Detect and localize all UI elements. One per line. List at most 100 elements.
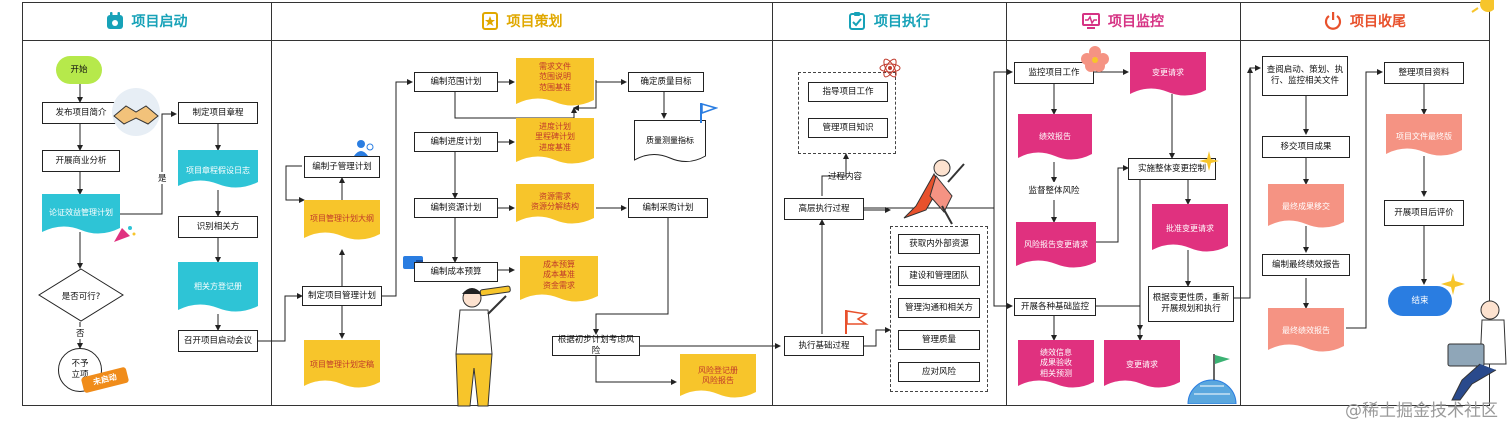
post-eval-node: 开展项目后评价	[1384, 200, 1464, 226]
demonstrate-doc: 论证效益管理计划	[42, 194, 120, 236]
node-label: 风险报告变更请求	[1024, 240, 1088, 249]
section-title-closing: 项目收尾	[1240, 6, 1490, 36]
node-label: 根据变更性质，重新开展规划和执行	[1152, 293, 1230, 314]
stakeholder-register-doc: 相关方登记册	[178, 262, 258, 314]
node-label: 风险登记册 风险报告	[698, 366, 738, 386]
node-label: 监控项目工作	[1028, 67, 1080, 78]
node-label: 查阅启动、策划、执行、监控相关文件	[1266, 65, 1344, 86]
resource-plan-node: 编制资源计划	[414, 198, 498, 218]
node-label: 质量测量指标	[646, 136, 694, 145]
node-label: 批准变更请求	[1166, 224, 1214, 233]
flower-icon	[1081, 46, 1109, 72]
atom-icon	[879, 58, 901, 78]
node-label: 管理项目知识	[822, 122, 874, 133]
guide-work-node: 指导项目工作	[808, 82, 888, 102]
business-analysis-node: 开展商业分析	[42, 150, 120, 172]
risk-consider-node: 根据初步计划考虑风险	[552, 335, 640, 356]
sub-plans-node: 编制子管理计划	[304, 156, 380, 178]
node-label: 整理项目资料	[1398, 67, 1450, 78]
monitor-risk-node: 监督整体风险	[1014, 182, 1094, 200]
node-label: 确定质量目标	[640, 76, 692, 87]
node-label: 编制采购计划	[642, 202, 694, 213]
node-label: 编制成本预算	[430, 266, 482, 277]
kickoff-node: 召开项目启动会议	[178, 330, 258, 352]
node-label: 编制范围计划	[430, 76, 482, 87]
flag-icon	[845, 310, 869, 334]
pm-plan-final-doc: 项目管理计划定稿	[304, 340, 380, 390]
section-title-text: 项目收尾	[1350, 14, 1406, 30]
schedule-plan-node: 编制进度计划	[414, 132, 498, 152]
risk-change-doc: 风险报告变更请求	[1016, 222, 1096, 270]
star-document-icon	[481, 12, 498, 30]
final-perf-report-doc: 最终绩效报告	[1268, 308, 1344, 354]
node-label: 根据初步计划考虑风险	[557, 335, 635, 356]
node-label: 编制最终绩效报告	[1271, 259, 1340, 270]
node-label: 应对风险	[921, 366, 956, 377]
node-label: 变更请求	[1152, 68, 1184, 77]
lane-divider	[1240, 2, 1241, 406]
node-label: 绩效信息 成果验收 相关预测	[1040, 348, 1072, 378]
integrated-change-node: 实施整体变更控制	[1128, 158, 1216, 180]
watermark: @稀土掘金技术社区	[1345, 401, 1498, 421]
node-label: 需求文件 范围说明 范围基准	[539, 62, 571, 92]
node-label: 监督整体风险	[1028, 185, 1080, 196]
start-node: 开始	[56, 56, 102, 84]
perf-report-doc: 绩效报告	[1018, 114, 1092, 162]
section-title-planning: 项目策划	[271, 6, 772, 36]
node-label: 项目文件最终版	[1396, 132, 1452, 141]
party-popper-icon	[114, 226, 136, 242]
lane-divider	[772, 2, 773, 406]
lane-divider	[1006, 2, 1007, 406]
plan-outline-doc: 项目管理计划大纲	[304, 200, 380, 242]
node-label: 开展商业分析	[55, 155, 107, 166]
manage-quality-node: 管理质量	[898, 330, 980, 350]
cost-plan-node: 编制成本预算	[414, 262, 498, 282]
laptop-person-illustration	[1447, 300, 1507, 401]
cost-docs: 成本预算 成本基准 资金需求	[520, 256, 598, 304]
node-label: 建设和管理团队	[909, 270, 969, 281]
node-label: 结束	[1411, 295, 1429, 306]
handover-node: 移交项目成果	[1262, 136, 1350, 158]
node-label: 相关方登记册	[194, 282, 242, 291]
sparkle-icon	[1441, 273, 1465, 295]
change-request-doc-1: 变更请求	[1130, 52, 1206, 98]
node-label: 最终成果移交	[1282, 202, 1330, 211]
section-title-text: 项目执行	[874, 14, 930, 30]
no-label: 否	[76, 327, 85, 339]
team-icon	[354, 140, 374, 156]
final-handover-doc: 最终成果移交	[1268, 184, 1344, 230]
risk-docs: 风险登记册 风险报告	[680, 354, 756, 400]
section-title-text: 项目监控	[1108, 14, 1164, 30]
section-title-text: 项目启动	[131, 14, 188, 30]
pm-plan-node: 制定项目管理计划	[302, 286, 382, 306]
node-label: 识别相关方	[196, 221, 240, 232]
telescope-person-illustration	[455, 285, 511, 407]
charter-doc: 项目章程假设日志	[178, 150, 258, 190]
node-label: 项目管理计划大纲	[310, 214, 374, 223]
end-node: 结束	[1388, 286, 1452, 316]
node-label: 成本预算 成本基准 资金需求	[543, 260, 575, 290]
node-label: 管理质量	[921, 334, 956, 345]
node-label: 项目管理计划定稿	[310, 360, 374, 369]
replan-node: 根据变更性质，重新开展规划和执行	[1148, 286, 1234, 322]
node-label: 开始	[70, 64, 88, 75]
clipboard-check-icon	[849, 12, 865, 30]
monitor-work-node: 监控项目工作	[1014, 62, 1094, 84]
section-title-execution: 项目执行	[772, 6, 1006, 36]
node-label: 绩效报告	[1039, 132, 1071, 141]
node-label: 高层执行过程	[798, 203, 850, 214]
node-label: 指导项目工作	[822, 86, 874, 97]
calendar-icon	[106, 12, 123, 29]
node-label: 变更请求	[1126, 360, 1158, 369]
procurement-plan-node: 编制采购计划	[628, 198, 708, 218]
high-exec-node: 高层执行过程	[784, 198, 864, 220]
publish-intro-node: 发布项目简介	[42, 102, 120, 124]
handshake-illustration	[112, 88, 160, 136]
schedule-docs: 进度计划 里程碑计划 进度基准	[516, 118, 594, 166]
node-label: 编制进度计划	[430, 136, 482, 147]
identify-stakeholders-node: 识别相关方	[178, 216, 258, 238]
node-label: 资源需求 资源分解结构	[531, 192, 579, 212]
charter-node: 制定项目章程	[178, 102, 258, 124]
